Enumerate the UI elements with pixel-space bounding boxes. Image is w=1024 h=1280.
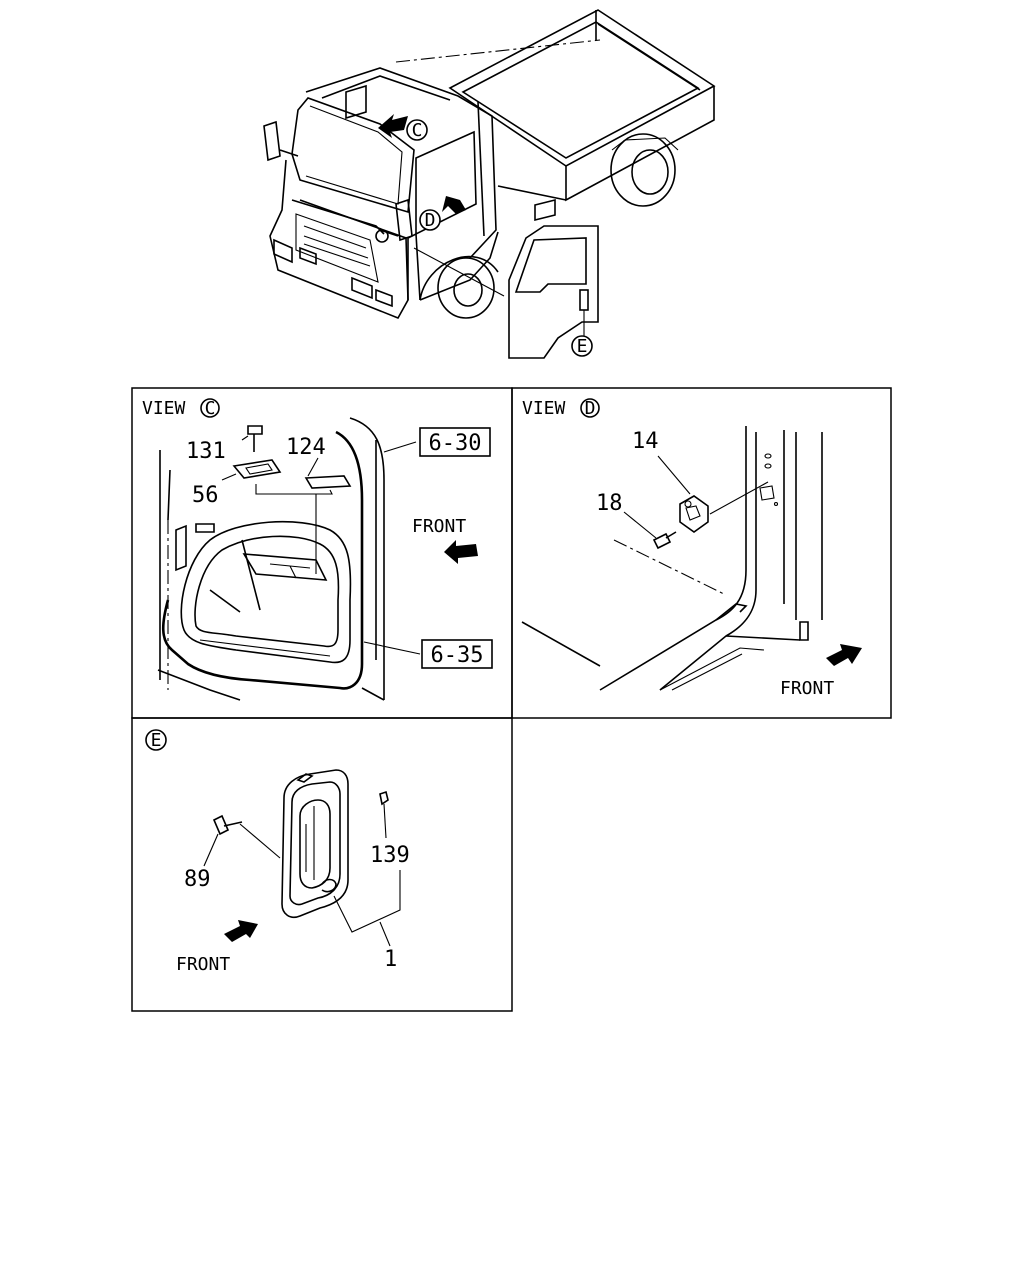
callout-c: C (412, 120, 423, 141)
part-139: 139 (370, 843, 410, 868)
truck-overview (263, 9, 716, 359)
view-d-letter-circle (580, 398, 600, 418)
view-d-letter: D (585, 398, 596, 419)
view-c-title: VIEW (142, 398, 186, 419)
front-label-c: FRONT (412, 516, 466, 537)
view-e-drawing (203, 769, 401, 947)
part-89: 89 (184, 867, 211, 892)
part-124: 124 (286, 435, 326, 460)
part-56: 56 (192, 483, 219, 508)
view-c-drawing (157, 417, 493, 701)
part-1: 1 (384, 947, 397, 972)
view-d-drawing (521, 426, 862, 691)
panel-view-d (511, 387, 892, 719)
front-label-e: FRONT (176, 954, 230, 975)
view-c-letter-circle (200, 398, 220, 418)
callout-d: D (425, 210, 436, 231)
panel-view-e (131, 717, 513, 1012)
view-d-title: VIEW (522, 398, 566, 419)
part-14: 14 (632, 429, 659, 454)
part-131: 131 (186, 439, 226, 464)
view-e-letter-circle (145, 729, 167, 751)
ref-6-35: 6-35 (431, 643, 484, 668)
view-e-letter: E (151, 730, 162, 751)
callout-e: E (577, 336, 588, 357)
front-label-d: FRONT (780, 678, 834, 699)
ref-6-30: 6-30 (429, 431, 482, 456)
view-c-letter: C (205, 398, 216, 419)
part-18: 18 (596, 491, 623, 516)
